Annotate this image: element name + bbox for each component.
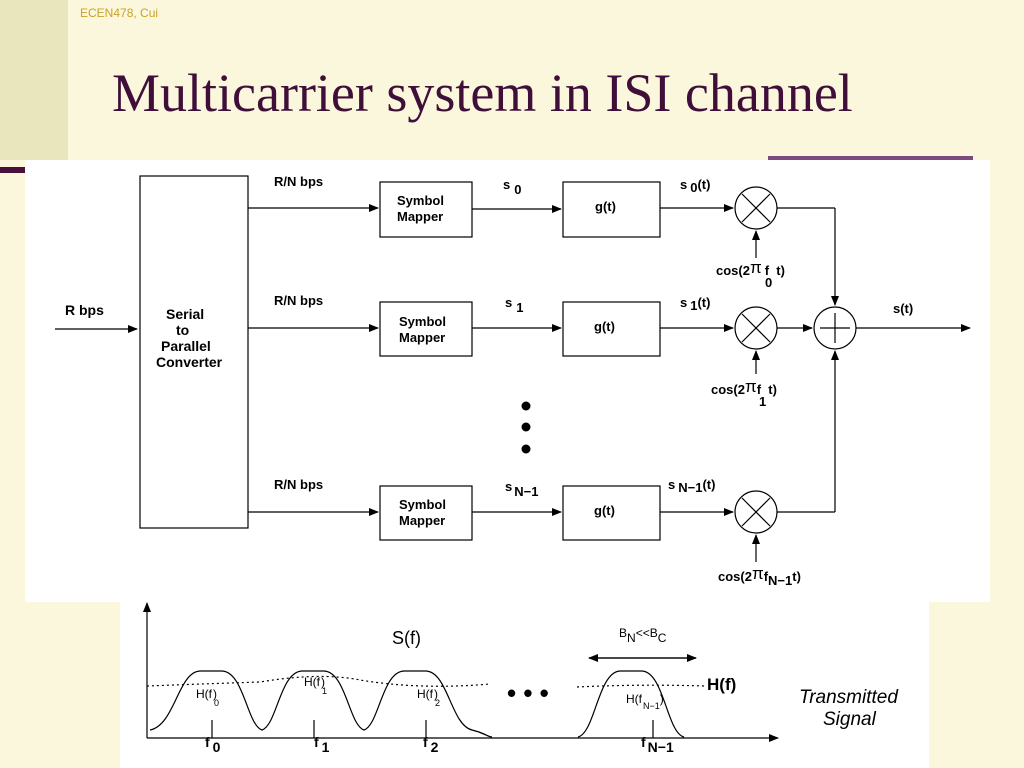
- serial-to-parallel-converter: [139, 175, 249, 529]
- continuation-dot: [521, 401, 531, 411]
- branch-rate-n-1: R/N bps: [274, 477, 323, 492]
- input-rate-label: R bps: [65, 302, 104, 318]
- hf-2: H(f2): [417, 687, 440, 708]
- mapper-1-line2: Mapper: [399, 330, 445, 345]
- spectrum-panel: [120, 602, 929, 768]
- subcarrier-spectrum-n-1: [577, 670, 685, 738]
- mapper-n-1-line1: Symbol: [399, 497, 446, 512]
- converter-label-2: to: [176, 322, 189, 338]
- subcarrier-spectra: [149, 670, 493, 738]
- left-margin: [0, 160, 25, 768]
- filter-0: g(t): [595, 199, 616, 214]
- converter-label-1: Serial: [166, 306, 204, 322]
- left-accent-bar: [0, 0, 68, 160]
- title-underline: [768, 156, 973, 160]
- spectrum-plot: [143, 602, 779, 742]
- bandwidth-note: BN<<BC: [619, 626, 667, 645]
- mapper-0-line1: Symbol: [397, 193, 444, 208]
- filter-1: g(t): [594, 319, 615, 334]
- continuation-dot: [521, 444, 531, 454]
- transmitted-label-2: Signal: [823, 709, 877, 730]
- converter-label-4: Converter: [156, 354, 223, 370]
- hf-0: H(f0): [196, 687, 219, 708]
- course-tag: ECEN478, Cui: [80, 6, 159, 20]
- channel-response-hf: [146, 675, 706, 688]
- hf-1: H(f1): [304, 675, 327, 696]
- mapper-0-line2: Mapper: [397, 209, 443, 224]
- accent-dash: [0, 167, 28, 173]
- continuation-dot: [521, 422, 531, 432]
- filter-n-1: g(t): [594, 503, 615, 518]
- page-title: Multicarrier system in ISI channel: [112, 63, 853, 123]
- hf-label: H(f): [707, 675, 736, 694]
- hf-n-1: H(fN−1): [626, 692, 664, 711]
- oscillator-n-1: cos(2πfN−1t): [718, 564, 801, 588]
- block-diagram: [55, 175, 971, 562]
- mapper-1-line1: Symbol: [399, 314, 446, 329]
- converter-label-3: Parallel: [161, 338, 211, 354]
- spectrum-ellipsis: • • •: [507, 678, 549, 708]
- branch-rate-0: R/N bps: [274, 174, 323, 189]
- output-label: s(t): [893, 301, 913, 316]
- branch-rate-1: R/N bps: [274, 293, 323, 308]
- transmitted-label-1: Transmitted: [799, 687, 899, 708]
- mapper-n-1-line2: Mapper: [399, 513, 445, 528]
- block-diagram-panel: [25, 160, 990, 602]
- sf-label: S(f): [392, 628, 421, 648]
